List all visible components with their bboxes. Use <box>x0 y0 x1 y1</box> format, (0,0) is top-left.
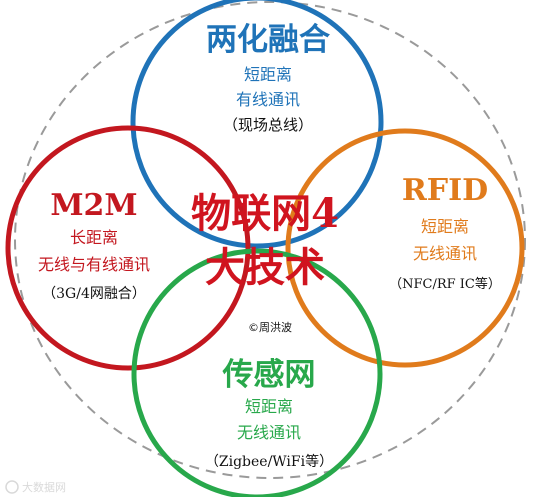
outer-dashed-ellipse <box>14 1 526 479</box>
top-sub3: （现场总线） <box>223 116 313 134</box>
bottom-title: 传感网 <box>222 357 316 393</box>
copyright-label: ©周洪波 <box>248 320 292 334</box>
top-sub2: 有线通讯 <box>236 90 300 109</box>
top-title: 两化融合 <box>206 22 330 58</box>
right-sub3: （NFC/RF IC等） <box>389 276 501 292</box>
right-sub1: 短距离 <box>421 217 469 236</box>
top-sub1: 短距离 <box>244 65 292 84</box>
right-sub2: 无线通讯 <box>413 244 477 263</box>
bottom-sub1: 短距离 <box>245 397 293 416</box>
circle-right <box>285 128 525 368</box>
left-sub3: （3G/4网融合） <box>42 286 146 302</box>
left-title: M2M <box>50 188 137 223</box>
circle-left <box>5 125 251 371</box>
watermark: 大数据网 <box>5 480 66 494</box>
left-sub2: 无线与有线通讯 <box>38 255 150 274</box>
bottom-sub3: （Zigbee/WiFi等） <box>205 453 333 470</box>
left-sub1: 长距离 <box>70 228 118 247</box>
center-line2: 大技术 <box>205 244 325 291</box>
bottom-sub2: 无线通讯 <box>237 423 301 442</box>
circle-top <box>130 0 384 249</box>
circle-bottom <box>131 248 383 497</box>
watermark-text: 大数据网 <box>22 480 66 494</box>
watermark-logo-icon <box>5 480 19 494</box>
center-line1: 物联网4 <box>191 190 339 237</box>
right-title: RFID <box>402 173 488 208</box>
